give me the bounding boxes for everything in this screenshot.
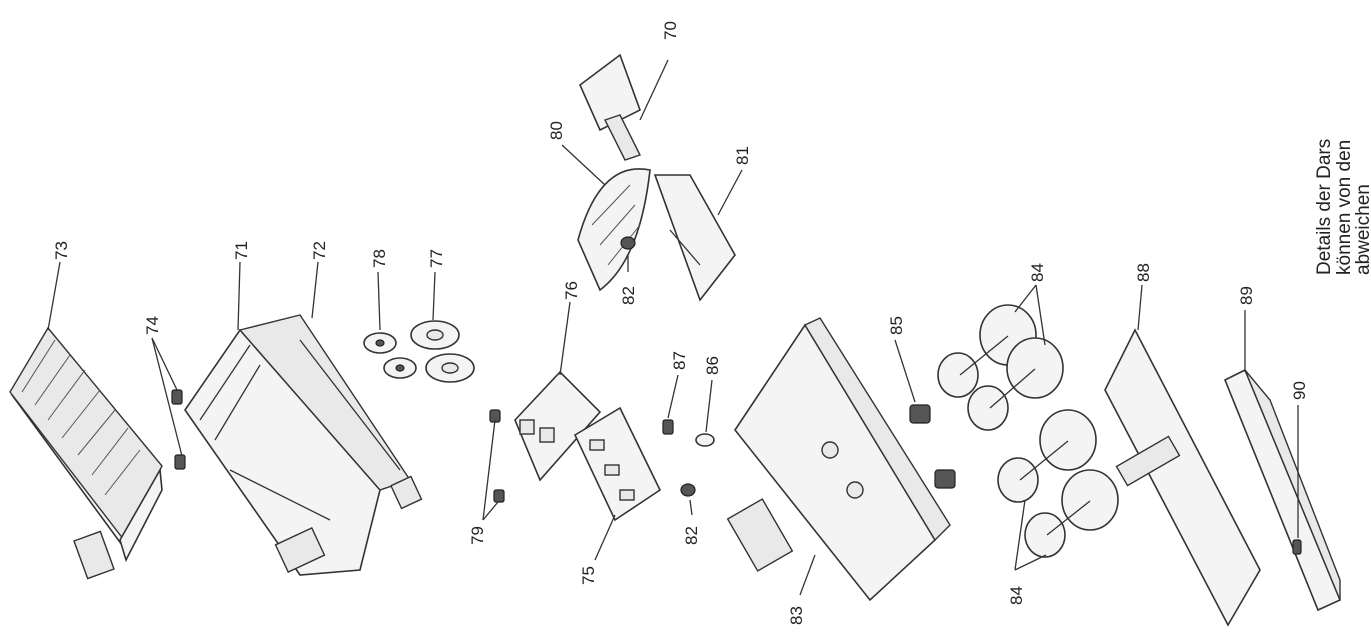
note-line-1: Details der Dars [1314, 139, 1335, 275]
label-83: 83 [787, 606, 806, 625]
label-76: 76 [562, 281, 581, 300]
label-78: 78 [370, 249, 389, 268]
part-89-side-frame [1223, 310, 1342, 612]
label-79: 79 [468, 526, 487, 545]
label-70: 70 [661, 21, 680, 40]
label-86: 86 [703, 356, 722, 375]
part-83-chassis [726, 317, 951, 602]
label-74: 74 [143, 316, 162, 335]
label-75: 75 [579, 566, 598, 585]
part-80-shell [561, 144, 651, 292]
part-75-decoder-board [573, 406, 662, 561]
part-82-screw-bottom [680, 483, 696, 516]
part-84-wheelsets [937, 284, 1119, 571]
part-90-screw [1292, 405, 1302, 555]
part-86-washer [695, 379, 715, 447]
label-82-top: 82 [619, 286, 638, 305]
part-85-springs [894, 339, 956, 489]
label-87: 87 [670, 351, 689, 370]
part-74-screws [151, 337, 186, 470]
label-89: 89 [1237, 286, 1256, 305]
label-73: 73 [52, 241, 71, 260]
label-80: 80 [547, 121, 566, 140]
label-77: 77 [427, 249, 446, 268]
label-82-bottom: 82 [682, 526, 701, 545]
label-90: 90 [1290, 381, 1309, 400]
note-line-2: können von den [1334, 140, 1355, 275]
part-71-72-housing [184, 261, 423, 576]
part-78-gear-pair [363, 271, 417, 379]
label-71: 71 [232, 241, 251, 260]
part-87-screw [662, 374, 679, 435]
part-81-bracket [653, 169, 743, 302]
part-76-plate [514, 301, 602, 482]
label-88: 88 [1134, 263, 1153, 282]
label-84-bottom: 84 [1007, 586, 1026, 605]
part-88-truck-frame [1104, 284, 1261, 627]
note-line-3: abweichen [1353, 184, 1371, 275]
label-84-top: 84 [1028, 263, 1047, 282]
label-85: 85 [887, 316, 906, 335]
part-70-coupler [579, 53, 669, 161]
label-81: 81 [733, 146, 752, 165]
part-77-gear-housing [410, 271, 475, 383]
part-79-screws [482, 409, 505, 521]
part-82-screw-top [620, 236, 636, 272]
part-73-cover [9, 261, 163, 580]
label-72: 72 [310, 241, 329, 260]
